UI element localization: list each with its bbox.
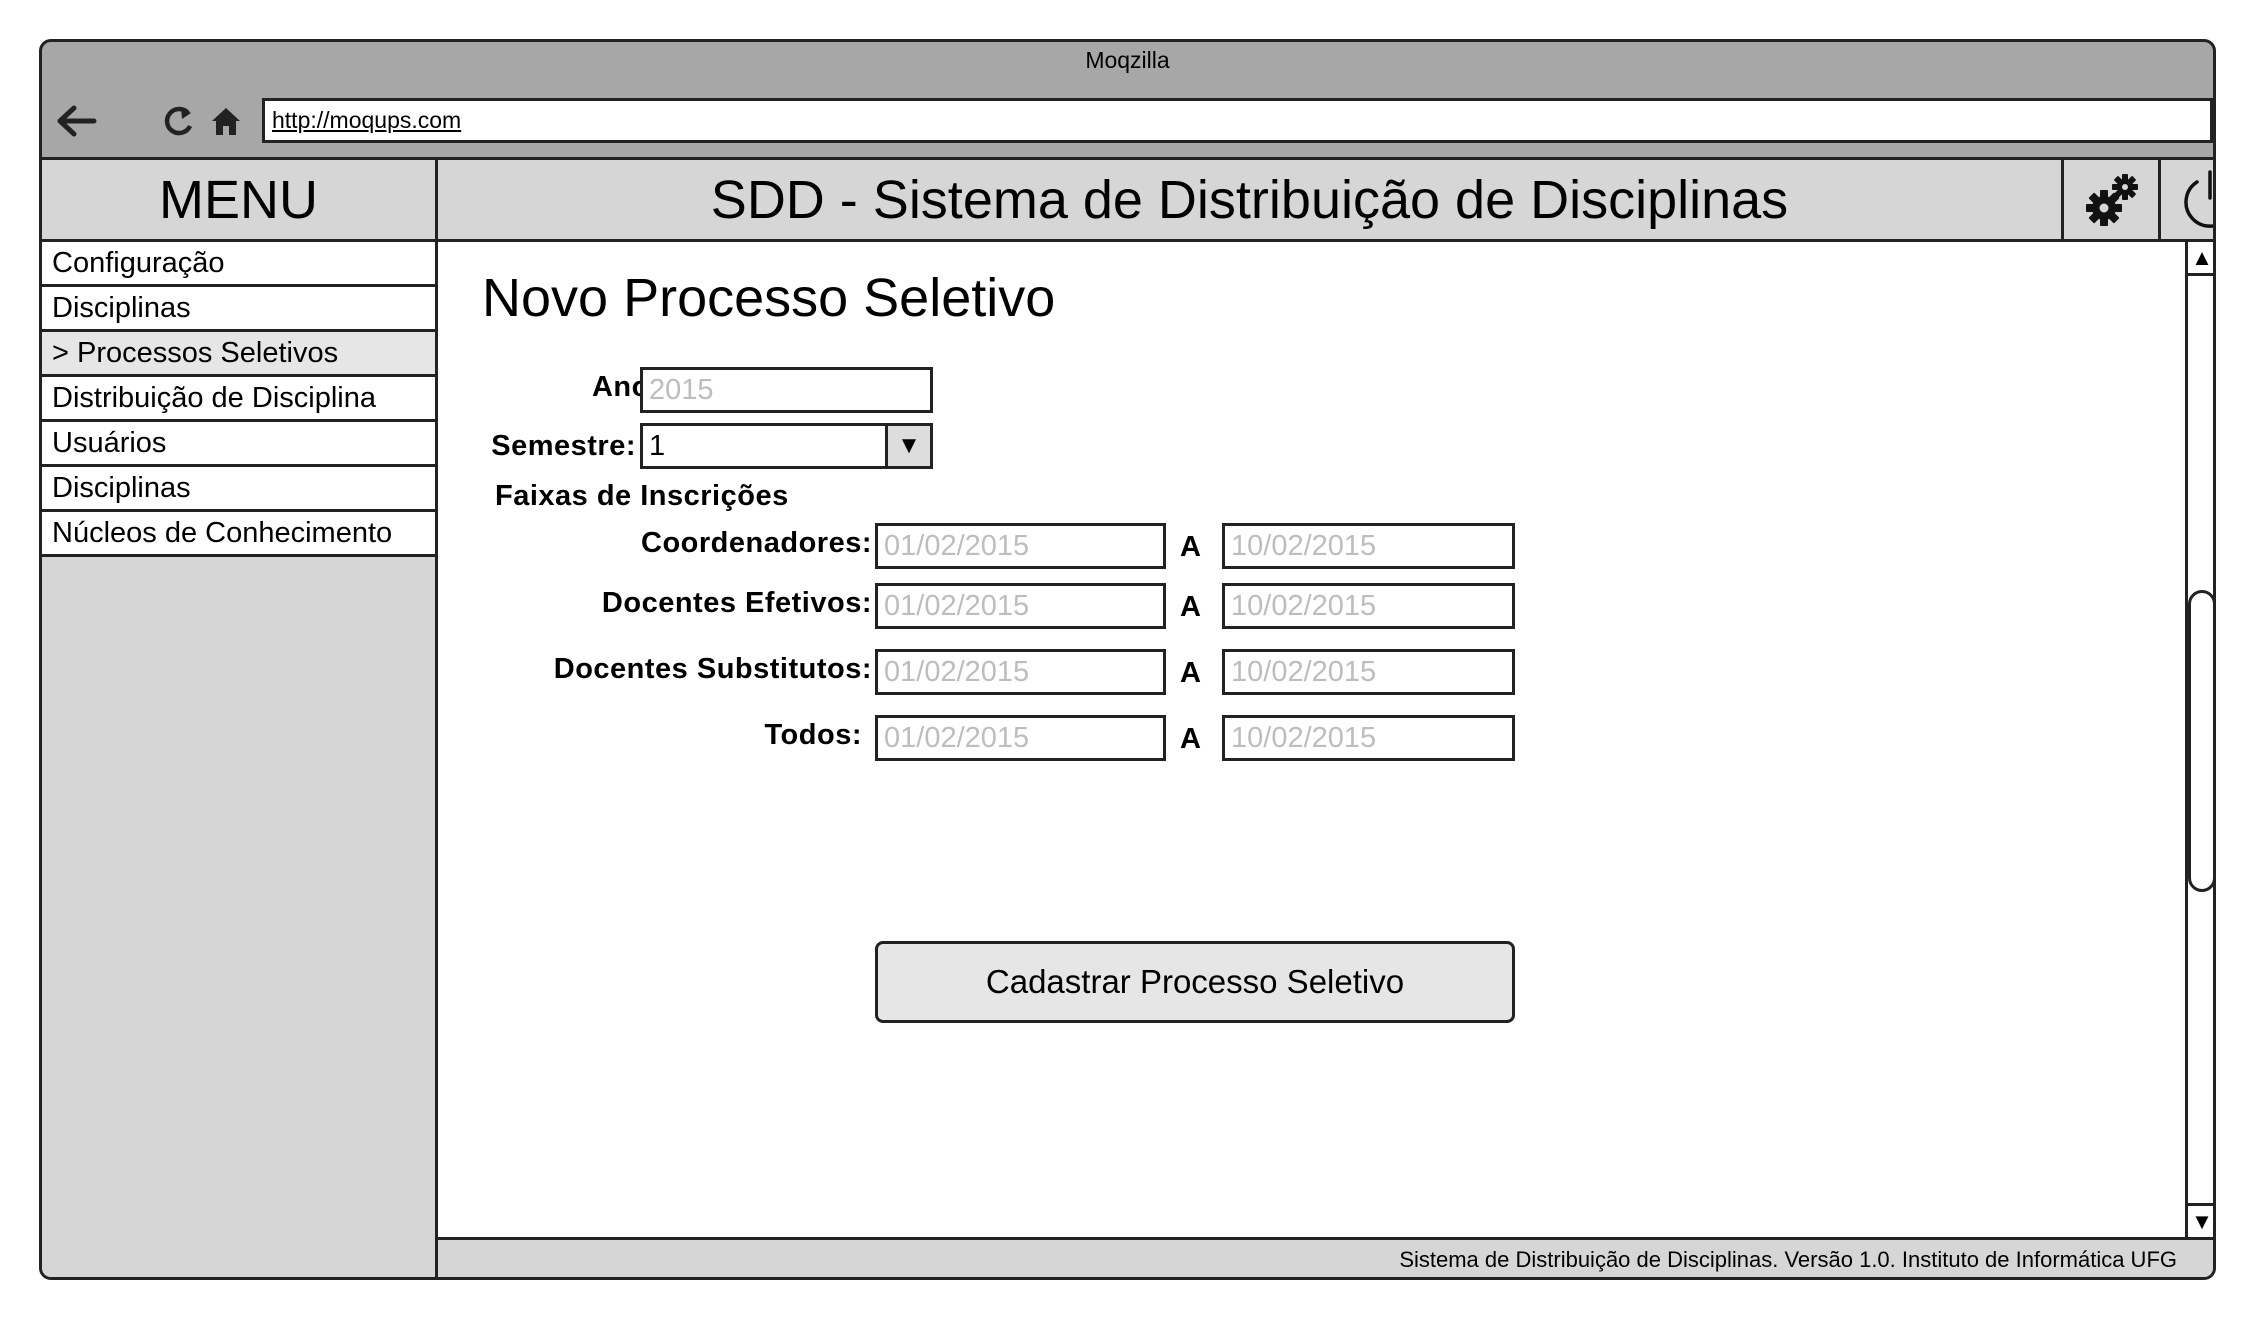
settings-button[interactable] — [2061, 160, 2161, 242]
coordenadores-end-date[interactable] — [1222, 523, 1515, 569]
sidebar-item-disciplinas[interactable]: Disciplinas — [42, 287, 435, 332]
coordenadores-label: Coordenadores: — [641, 527, 872, 559]
docentes-substitutos-end-date[interactable] — [1222, 649, 1515, 695]
ano-input[interactable] — [640, 367, 933, 413]
faixas-inscricoes-label: Faixas de Inscrições — [495, 480, 789, 512]
docentes-efetivos-end-date[interactable] — [1222, 583, 1515, 629]
ano-label: Ano: — [591, 371, 660, 403]
sidebar-item-configuracao[interactable]: Configuração — [42, 242, 435, 287]
todos-label: Todos: — [764, 719, 862, 751]
main-content: Novo Processo Seletivo Ano: Semestre: 1 … — [438, 242, 2213, 1237]
home-icon[interactable] — [209, 104, 243, 138]
footer-text: Sistema de Distribuição de Disciplinas. … — [438, 1237, 2213, 1277]
power-button[interactable] — [2158, 160, 2213, 242]
app-area: MENU SDD - Sistema de Distribuição de Di… — [42, 157, 2213, 1277]
semestre-label: Semestre: — [491, 430, 636, 462]
coordenadores-range-separator: A — [1180, 531, 1201, 563]
back-arrow-icon[interactable] — [52, 98, 112, 144]
url-text[interactable]: http://moqups.com — [272, 107, 462, 133]
todos-range-separator: A — [1180, 723, 1201, 755]
semestre-select[interactable]: 1 ▼ — [640, 423, 933, 469]
menu-title: MENU — [42, 160, 438, 242]
form-title: Novo Processo Seletivo — [482, 268, 1056, 328]
dropdown-arrow-icon[interactable]: ▼ — [885, 426, 930, 466]
docentes-efetivos-start-date[interactable] — [875, 583, 1166, 629]
docentes-substitutos-range-separator: A — [1180, 657, 1201, 689]
todos-end-date[interactable] — [1222, 715, 1515, 761]
docentes-substitutos-start-date[interactable] — [875, 649, 1166, 695]
semestre-value: 1 — [649, 430, 666, 462]
reload-icon[interactable] — [161, 102, 195, 140]
scroll-thumb[interactable] — [2188, 590, 2213, 892]
page-header-title: SDD - Sistema de Distribuição de Discipl… — [438, 160, 2061, 242]
vertical-scrollbar[interactable]: ▲ ▼ — [2185, 242, 2213, 1237]
browser-window: Moqzilla http://moqups.com MENU SDD - Si… — [39, 39, 2216, 1280]
sidebar-menu: Configuração Disciplinas > Processos Sel… — [42, 242, 438, 1277]
docentes-efetivos-range-separator: A — [1180, 591, 1201, 623]
gears-icon — [2085, 173, 2138, 226]
todos-start-date[interactable] — [875, 715, 1166, 761]
url-bar[interactable]: http://moqups.com — [262, 98, 2213, 143]
scroll-up-icon[interactable]: ▲ — [2188, 242, 2213, 276]
sidebar-item-distribuicao-de-disciplina[interactable]: Distribuição de Disciplina — [42, 377, 435, 422]
sidebar-item-processos-seletivos[interactable]: > Processos Seletivos — [42, 332, 435, 377]
coordenadores-start-date[interactable] — [875, 523, 1166, 569]
power-icon — [2183, 169, 2213, 228]
sidebar-item-usuarios[interactable]: Usuários — [42, 422, 435, 467]
cadastrar-processo-seletivo-button[interactable]: Cadastrar Processo Seletivo — [875, 941, 1515, 1023]
window-title: Moqzilla — [1085, 47, 1170, 73]
sidebar-item-nucleos-de-conhecimento[interactable]: Núcleos de Conhecimento — [42, 512, 435, 557]
docentes-substitutos-label: Docentes Substitutos: — [553, 653, 872, 685]
docentes-efetivos-label: Docentes Efetivos: — [601, 587, 872, 619]
scroll-down-icon[interactable]: ▼ — [2188, 1203, 2213, 1237]
sidebar-item-disciplinas-2[interactable]: Disciplinas — [42, 467, 435, 512]
